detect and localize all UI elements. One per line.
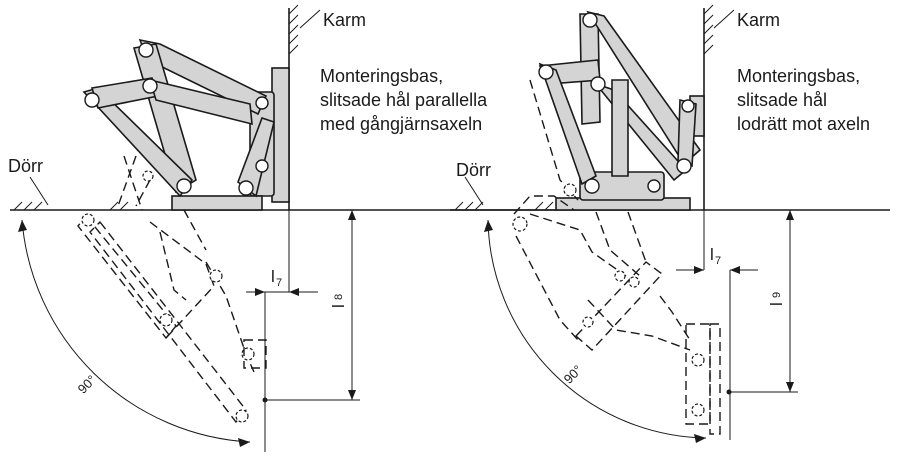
right-dim-l7-index: 7 — [715, 255, 721, 267]
left-door-base — [171, 195, 263, 211]
right-dim-l9-letter: l — [767, 302, 786, 306]
right-links-closed — [538, 10, 702, 186]
left-dim-l7-letter: l — [271, 267, 275, 286]
right-hinge — [450, 4, 890, 443]
left-base-label-line-1: Monteringsbas, — [320, 66, 443, 86]
left-dim-l7-index: 7 — [276, 277, 282, 289]
right-door-label: Dörr — [456, 160, 491, 180]
right-dim-l7 — [676, 266, 758, 274]
right-base-label-line-2: slitsade hål — [737, 90, 827, 110]
right-dim-l9-index: 9 — [771, 292, 783, 298]
left-dim-l7 — [246, 288, 318, 296]
right-frame — [703, 4, 735, 210]
left-dim-l8-index: 8 — [333, 294, 345, 300]
left-base-label-line-3: med gångjärnsaxeln — [320, 114, 482, 134]
right-angle-label: 90° — [561, 362, 586, 387]
left-dim-l8-letter: l — [329, 304, 348, 308]
left-links-open — [77, 155, 267, 424]
right-base-label-line-3: lodrätt mot axeln — [737, 114, 870, 134]
right-links-open — [512, 79, 721, 435]
left-dim-l8 — [262, 209, 360, 403]
left-hinge — [10, 4, 556, 452]
right-dim-l7-letter: l — [710, 245, 714, 264]
left-frame-label: Karm — [323, 10, 366, 30]
right-angle-arc — [484, 219, 707, 443]
left-angle-label: 90° — [75, 372, 100, 397]
left-base-label-line-2: slitsade hål parallella — [320, 90, 488, 110]
right-dim-l9 — [712, 209, 798, 395]
left-links-closed — [82, 38, 275, 198]
left-angle-arc — [18, 219, 251, 447]
left-pivots — [84, 42, 269, 196]
right-frame-label: Karm — [737, 10, 780, 30]
left-door-label: Dörr — [8, 156, 43, 176]
left-frame — [288, 4, 321, 210]
right-base-label-line-1: Monteringsbas, — [737, 66, 860, 86]
right-pivots — [538, 12, 695, 194]
